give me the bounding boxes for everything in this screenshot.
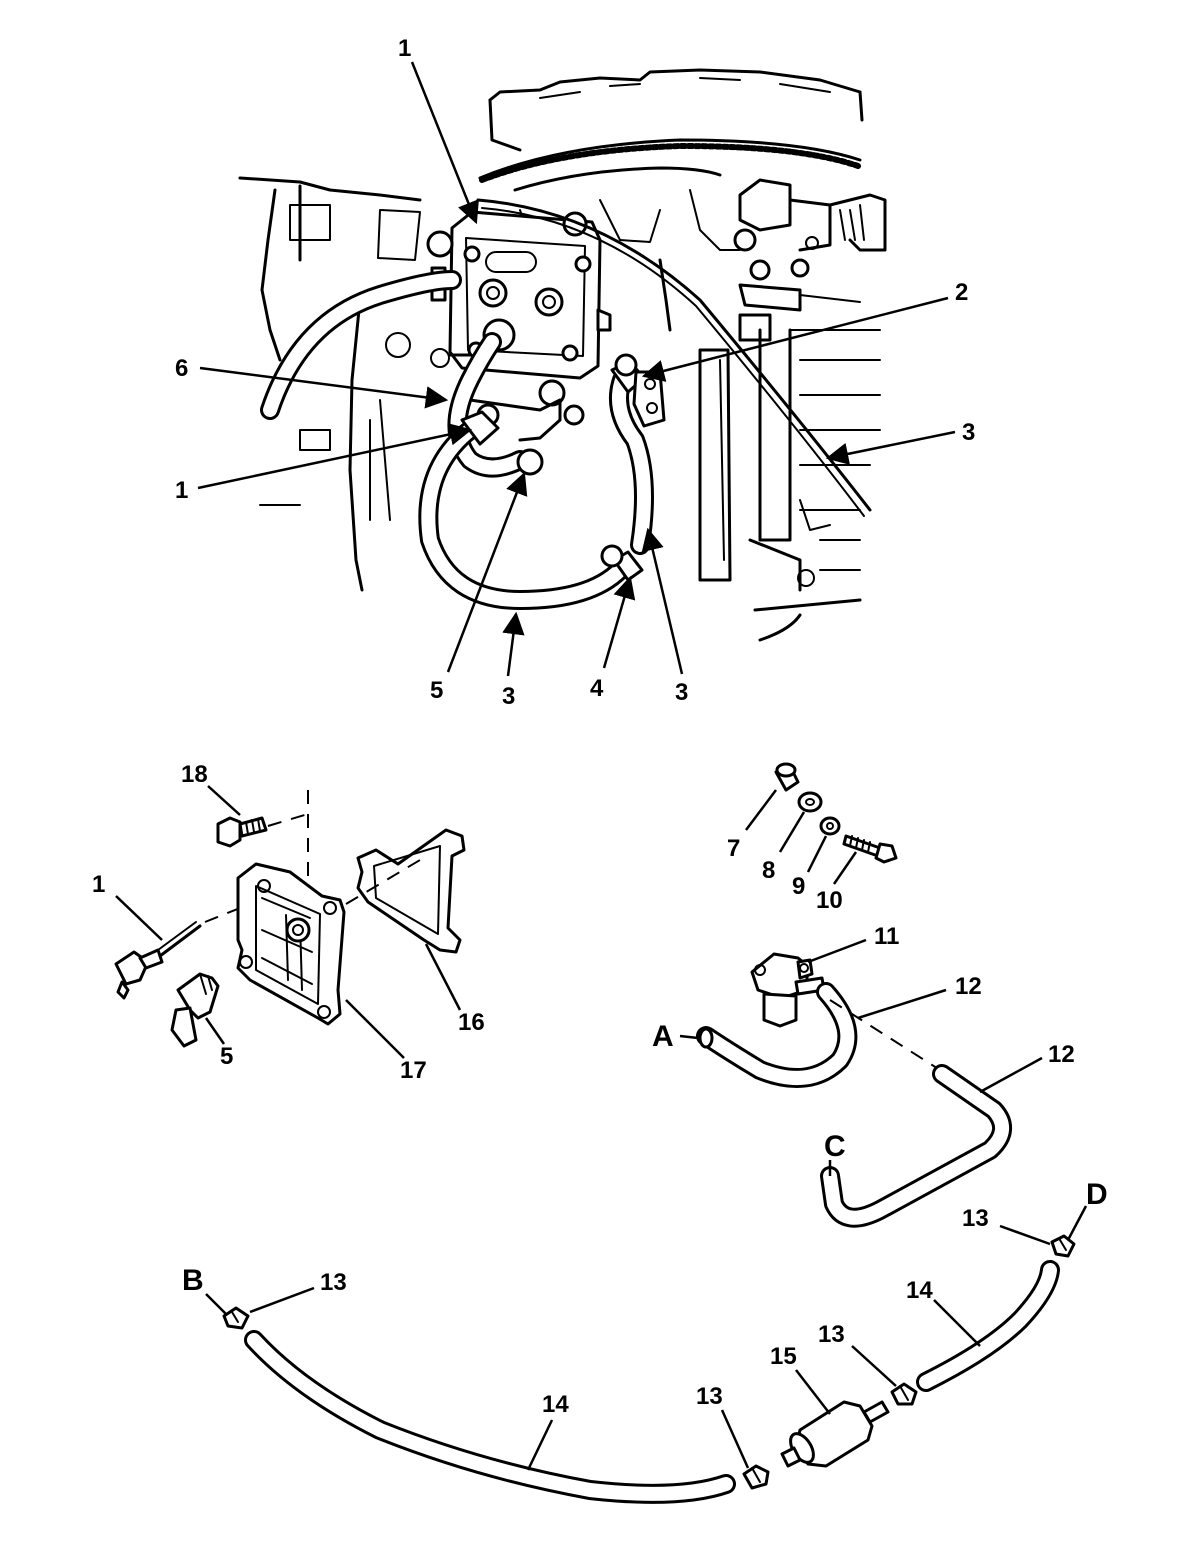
callout-top-1a: 1: [398, 35, 411, 62]
callout-exp-1: 1: [92, 871, 105, 898]
callout-exp-8: 8: [762, 857, 775, 884]
part-5-hose-elbow: 5: [170, 972, 233, 1070]
part-11-check-valve: 11: [750, 923, 899, 1028]
callout-exp-9: 9: [792, 873, 805, 900]
part-14-hose-left: 14: [244, 1330, 736, 1504]
part-15-fuel-filter: 15: [770, 1343, 890, 1468]
callout-exp-14-right: 14: [906, 1277, 933, 1304]
part-13-clamp-left: 13: [696, 1383, 770, 1490]
engine-assembly-view: 1 2 3 6 1 5 3 4 3: [175, 35, 975, 710]
callout-top-6: 6: [175, 355, 188, 382]
part-9-washer: 9: [792, 816, 841, 900]
callout-exp-13-b: 13: [320, 1269, 347, 1296]
part-14-hose-right: 14: [906, 1260, 1060, 1392]
callout-exp-5: 5: [220, 1043, 233, 1070]
callout-top-3-low-right: 3: [675, 679, 688, 706]
callout-exp-18: 18: [181, 761, 208, 788]
callout-exp-12a: 12: [955, 973, 982, 1000]
connector-label-c: C: [824, 1130, 846, 1163]
throttle-linkage: [733, 178, 887, 342]
part-13-clamp-d: D 13: [962, 1178, 1108, 1258]
flywheel: [478, 68, 864, 192]
connector-label-a: A: [652, 1020, 674, 1053]
callout-exp-17: 17: [400, 1057, 427, 1084]
callout-exp-16: 16: [458, 1009, 485, 1036]
callout-exp-13-left: 13: [696, 1383, 723, 1410]
part-13-clamp-right: 13: [818, 1321, 918, 1406]
callout-top-4: 4: [590, 675, 604, 702]
callout-exp-12b: 12: [1048, 1041, 1075, 1068]
part-10-screw: 10: [816, 834, 898, 914]
top-fittings: [460, 353, 666, 582]
callout-exp-7: 7: [727, 835, 740, 862]
callout-top-3-bottom: 3: [502, 683, 515, 710]
exploded-parts-view: 18 1 5: [92, 761, 1108, 1504]
callout-top-1b: 1: [175, 477, 188, 504]
part-1-elbow-fitting: 1: [92, 871, 251, 1000]
part-13-clamp-b: B 13: [182, 1264, 347, 1330]
part-12-hose-a: A 12: [652, 973, 982, 1088]
part-8-grommet: 8: [762, 791, 823, 884]
part-18-bolt: 18: [181, 761, 309, 905]
callout-exp-13-right: 13: [818, 1321, 845, 1348]
top-view-callouts: 1 2 3 6 1 5 3 4 3: [175, 35, 975, 710]
part-17-pump-cover: 17: [236, 862, 427, 1084]
callout-exp-15: 15: [770, 1343, 797, 1370]
part-12-hose-c: 12 C: [820, 1041, 1075, 1228]
callout-top-5: 5: [430, 677, 443, 704]
callout-exp-11: 11: [874, 923, 899, 950]
part-7-spacer: 7: [727, 762, 800, 862]
connector-label-d: D: [1086, 1178, 1108, 1211]
part-16-gasket: 16: [345, 828, 485, 1036]
callout-exp-13-d: 13: [962, 1205, 989, 1232]
callout-top-3-right: 3: [962, 419, 975, 446]
callout-exp-14-left: 14: [542, 1391, 569, 1418]
callout-top-2: 2: [955, 279, 968, 306]
connector-label-b: B: [182, 1264, 204, 1297]
callout-exp-10: 10: [816, 887, 843, 914]
